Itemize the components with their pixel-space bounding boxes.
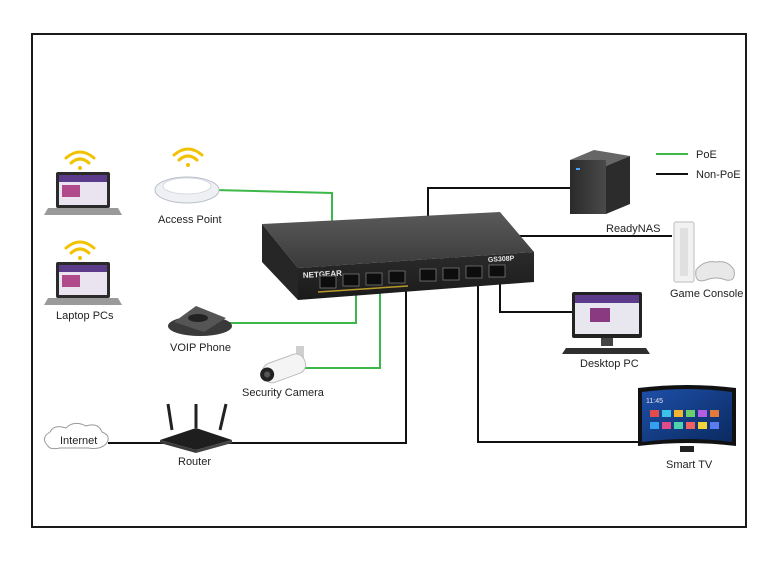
desktop-pc-label: Desktop PC: [580, 358, 639, 370]
port-8: [488, 264, 506, 278]
port-4: [388, 270, 406, 284]
switch-side: [262, 224, 298, 300]
switch-brand: NETGEAR: [303, 269, 343, 280]
port-1: [319, 275, 337, 289]
switch-model: GS308P: [488, 255, 515, 264]
switch-top: [262, 212, 534, 268]
smart-tv-icon: 11:45: [638, 385, 736, 452]
tv-clock: 11:45: [646, 398, 663, 405]
port-2: [342, 273, 360, 287]
port-6: [442, 267, 460, 281]
cable-voip-phone: [226, 286, 357, 324]
game-console-icon: [673, 221, 735, 283]
legend: PoE Non-PoE: [656, 149, 741, 181]
port-3: [365, 272, 383, 286]
tv-app-tiles: [650, 410, 719, 429]
wifi-icon: [64, 150, 96, 170]
laptop-icon: [44, 172, 122, 215]
router-label: Router: [178, 456, 211, 468]
security-camera-label: Security Camera: [242, 387, 325, 399]
cable-desktop: [499, 282, 572, 313]
readynas-label: ReadyNAS: [606, 223, 660, 235]
security-camera-icon: [260, 346, 307, 384]
poe-port-strip: [317, 285, 409, 293]
cloud-icon: [44, 422, 109, 450]
laptop-icon: [44, 262, 122, 305]
port-7: [465, 265, 483, 279]
game-console-label: Game Console: [670, 288, 743, 300]
legend-non-poe-label: Non-PoE: [696, 169, 741, 181]
port-5: [419, 268, 437, 282]
access-point-label: Access Point: [158, 214, 222, 226]
voip-phone-icon: [168, 306, 232, 336]
wifi-icon: [64, 240, 96, 260]
cable-router: [226, 290, 407, 444]
desktop-pc-icon: [562, 292, 650, 354]
switch-front: [298, 252, 534, 300]
access-point-icon: [154, 176, 220, 204]
router-icon: [160, 403, 232, 453]
cable-smart-tv: [477, 282, 640, 443]
smart-tv-label: Smart TV: [666, 459, 713, 471]
cable-security-camera: [298, 288, 381, 369]
voip-phone-label: VOIP Phone: [170, 342, 231, 354]
legend-poe-label: PoE: [696, 149, 717, 161]
wifi-icon: [172, 147, 204, 167]
internet-label: Internet: [60, 435, 97, 447]
laptops-label: Laptop PCs: [56, 310, 114, 322]
readynas-icon: [570, 150, 630, 214]
switch-ports: [319, 264, 506, 289]
network-switch: NETGEAR GS308P: [262, 212, 534, 300]
